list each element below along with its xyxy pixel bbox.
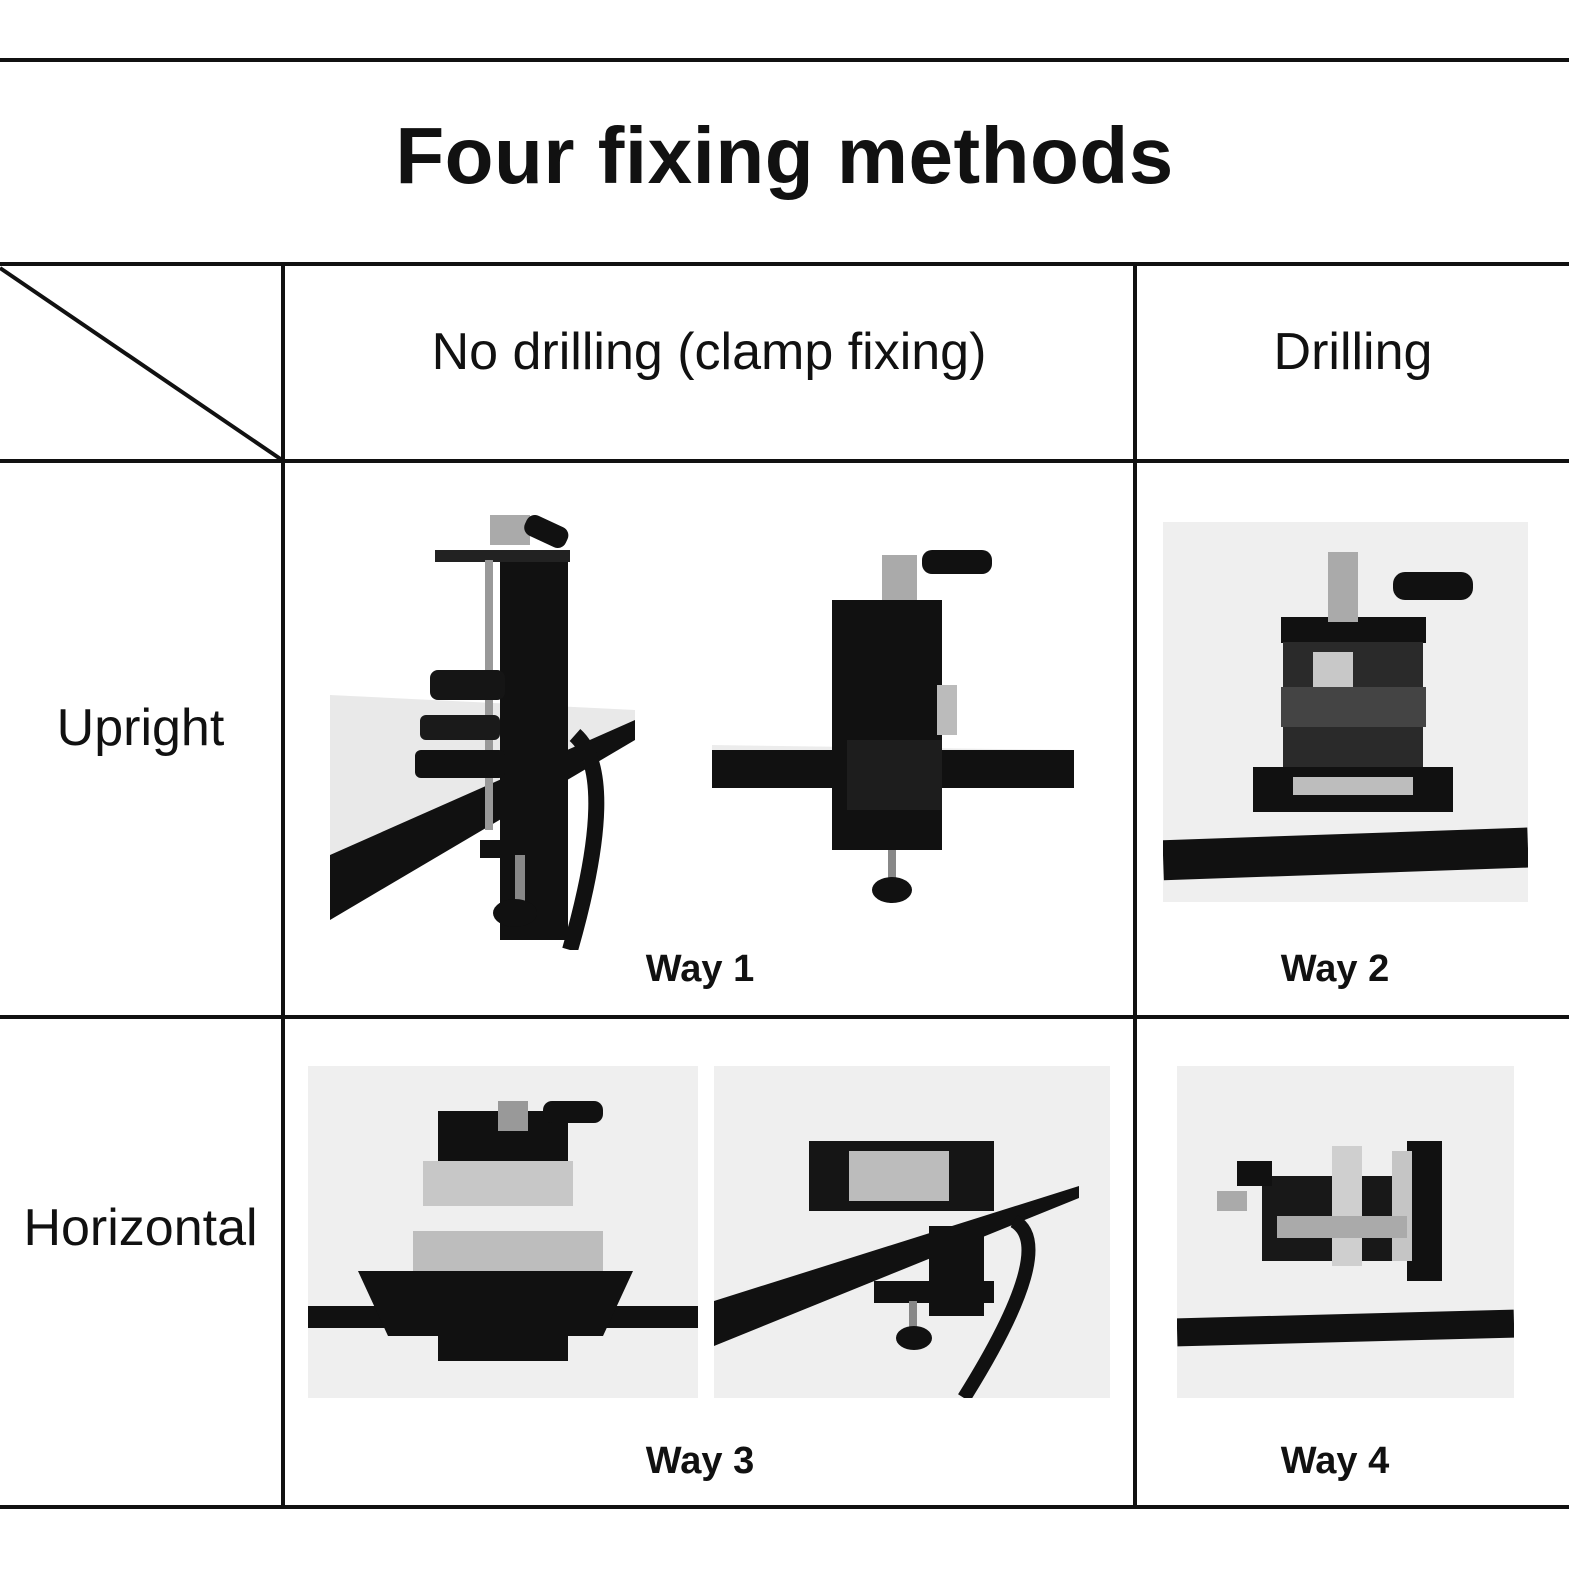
way2-label: Way 2	[1280, 948, 1390, 990]
way3-photo-horizontal-b	[714, 1066, 1110, 1398]
column-header-no-drilling: No drilling (clamp fixing)	[431, 323, 987, 381]
top-rule	[0, 58, 1569, 62]
row-label-horizontal: Horizontal	[23, 1199, 258, 1257]
way4-photo-horizontal-drilled	[1177, 1066, 1514, 1398]
column-header-drilling: Drilling	[1273, 323, 1433, 381]
column-divider-right	[1133, 262, 1137, 1509]
way3-photo-horizontal-a	[308, 1066, 698, 1398]
way2-photo-bolted	[1163, 522, 1528, 902]
way4-label: Way 4	[1280, 1440, 1390, 1482]
header-top-rule	[0, 262, 1569, 266]
way1-label: Way 1	[645, 948, 755, 990]
column-divider-left	[281, 262, 285, 1509]
page-title: Four fixing methods	[395, 111, 1174, 200]
header-bottom-rule	[0, 459, 1569, 463]
way1-photo-clamp-a	[330, 495, 640, 950]
way3-label: Way 3	[645, 1440, 755, 1482]
row-label-upright: Upright	[56, 699, 225, 757]
row-divider	[0, 1015, 1569, 1019]
diagonal-corner-line	[0, 266, 284, 462]
bottom-rule	[0, 1505, 1569, 1509]
way1-photo-clamp-b	[712, 545, 1077, 910]
